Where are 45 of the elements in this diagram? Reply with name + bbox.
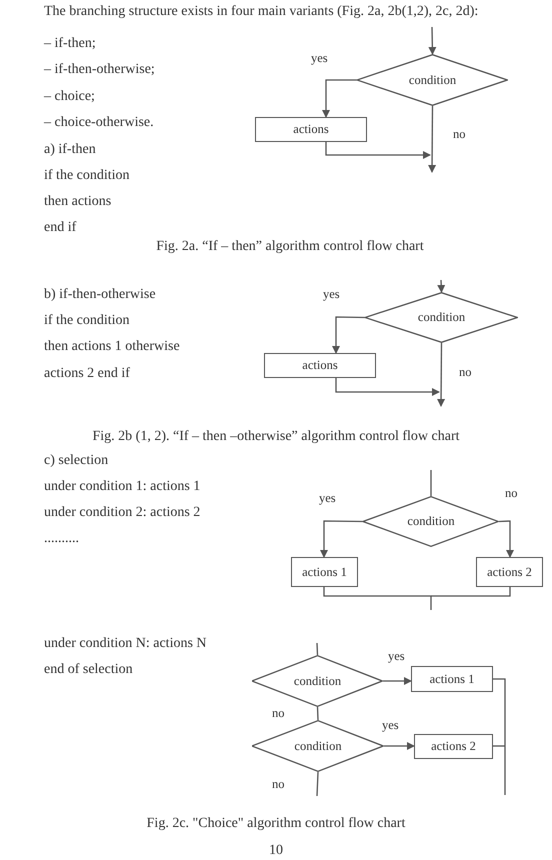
text-line: – if-then; xyxy=(44,35,96,53)
arrow xyxy=(332,316,366,354)
text-line: actions 2 end if xyxy=(44,365,130,383)
process-box: actions xyxy=(255,117,367,142)
arrow xyxy=(322,79,357,118)
arrow xyxy=(320,520,363,558)
text-line: – choice; xyxy=(44,88,95,106)
arrow xyxy=(384,742,415,750)
text-line: – choice-otherwise. xyxy=(44,114,154,132)
decision-diamond: condition xyxy=(252,655,383,707)
process-box: actions xyxy=(264,353,376,378)
text-line: under condition 1: actions 1 xyxy=(44,478,200,496)
figure-caption: 10 xyxy=(269,842,283,860)
arrow xyxy=(498,520,514,558)
arrow xyxy=(437,343,446,407)
text-line: then actions 1 otherwise xyxy=(44,338,180,356)
text-line: b) if-then-otherwise xyxy=(44,286,156,304)
arrow xyxy=(325,142,431,159)
process-box: actions 1 xyxy=(291,557,358,587)
text-line: if the condition xyxy=(44,167,130,185)
text-line: under condition 2: actions 2 xyxy=(44,504,200,522)
process-box: actions 2 xyxy=(476,557,543,587)
text-line: under condition N: actions N xyxy=(44,635,207,653)
arrow xyxy=(383,677,412,685)
text-line: a) if-then xyxy=(44,141,96,159)
figure-caption: Fig. 2c. "Choice" algorithm control flow chart xyxy=(146,815,406,833)
process-box: actions 1 xyxy=(411,666,493,692)
text-line: .......... xyxy=(44,530,79,548)
text-line: – if-then-otherwise; xyxy=(44,61,155,79)
arrow xyxy=(428,26,436,55)
decision-diamond: condition xyxy=(357,54,508,106)
figure-caption: Fig. 2b (1, 2). “If – then –otherwise” algorithm control flow chart xyxy=(92,428,460,446)
text-line: then actions xyxy=(44,193,112,211)
figure-caption: Fig. 2a. “If – then” algorithm control flow chart xyxy=(156,238,424,256)
decision-diamond: condition xyxy=(363,496,499,547)
arrow xyxy=(428,106,436,173)
arrow xyxy=(335,378,440,396)
text-line: end of selection xyxy=(44,661,133,679)
text-line: end if xyxy=(44,219,76,237)
text-line: c) selection xyxy=(44,452,108,470)
decision-diamond: condition xyxy=(365,292,518,343)
text-line: The branching structure exists in four main variants (Fig. 2a, 2b(1,2), 2c, 2d): xyxy=(44,3,478,21)
text-line: if the condition xyxy=(44,312,130,330)
arrow xyxy=(437,280,446,293)
process-box: actions 2 xyxy=(414,734,493,759)
